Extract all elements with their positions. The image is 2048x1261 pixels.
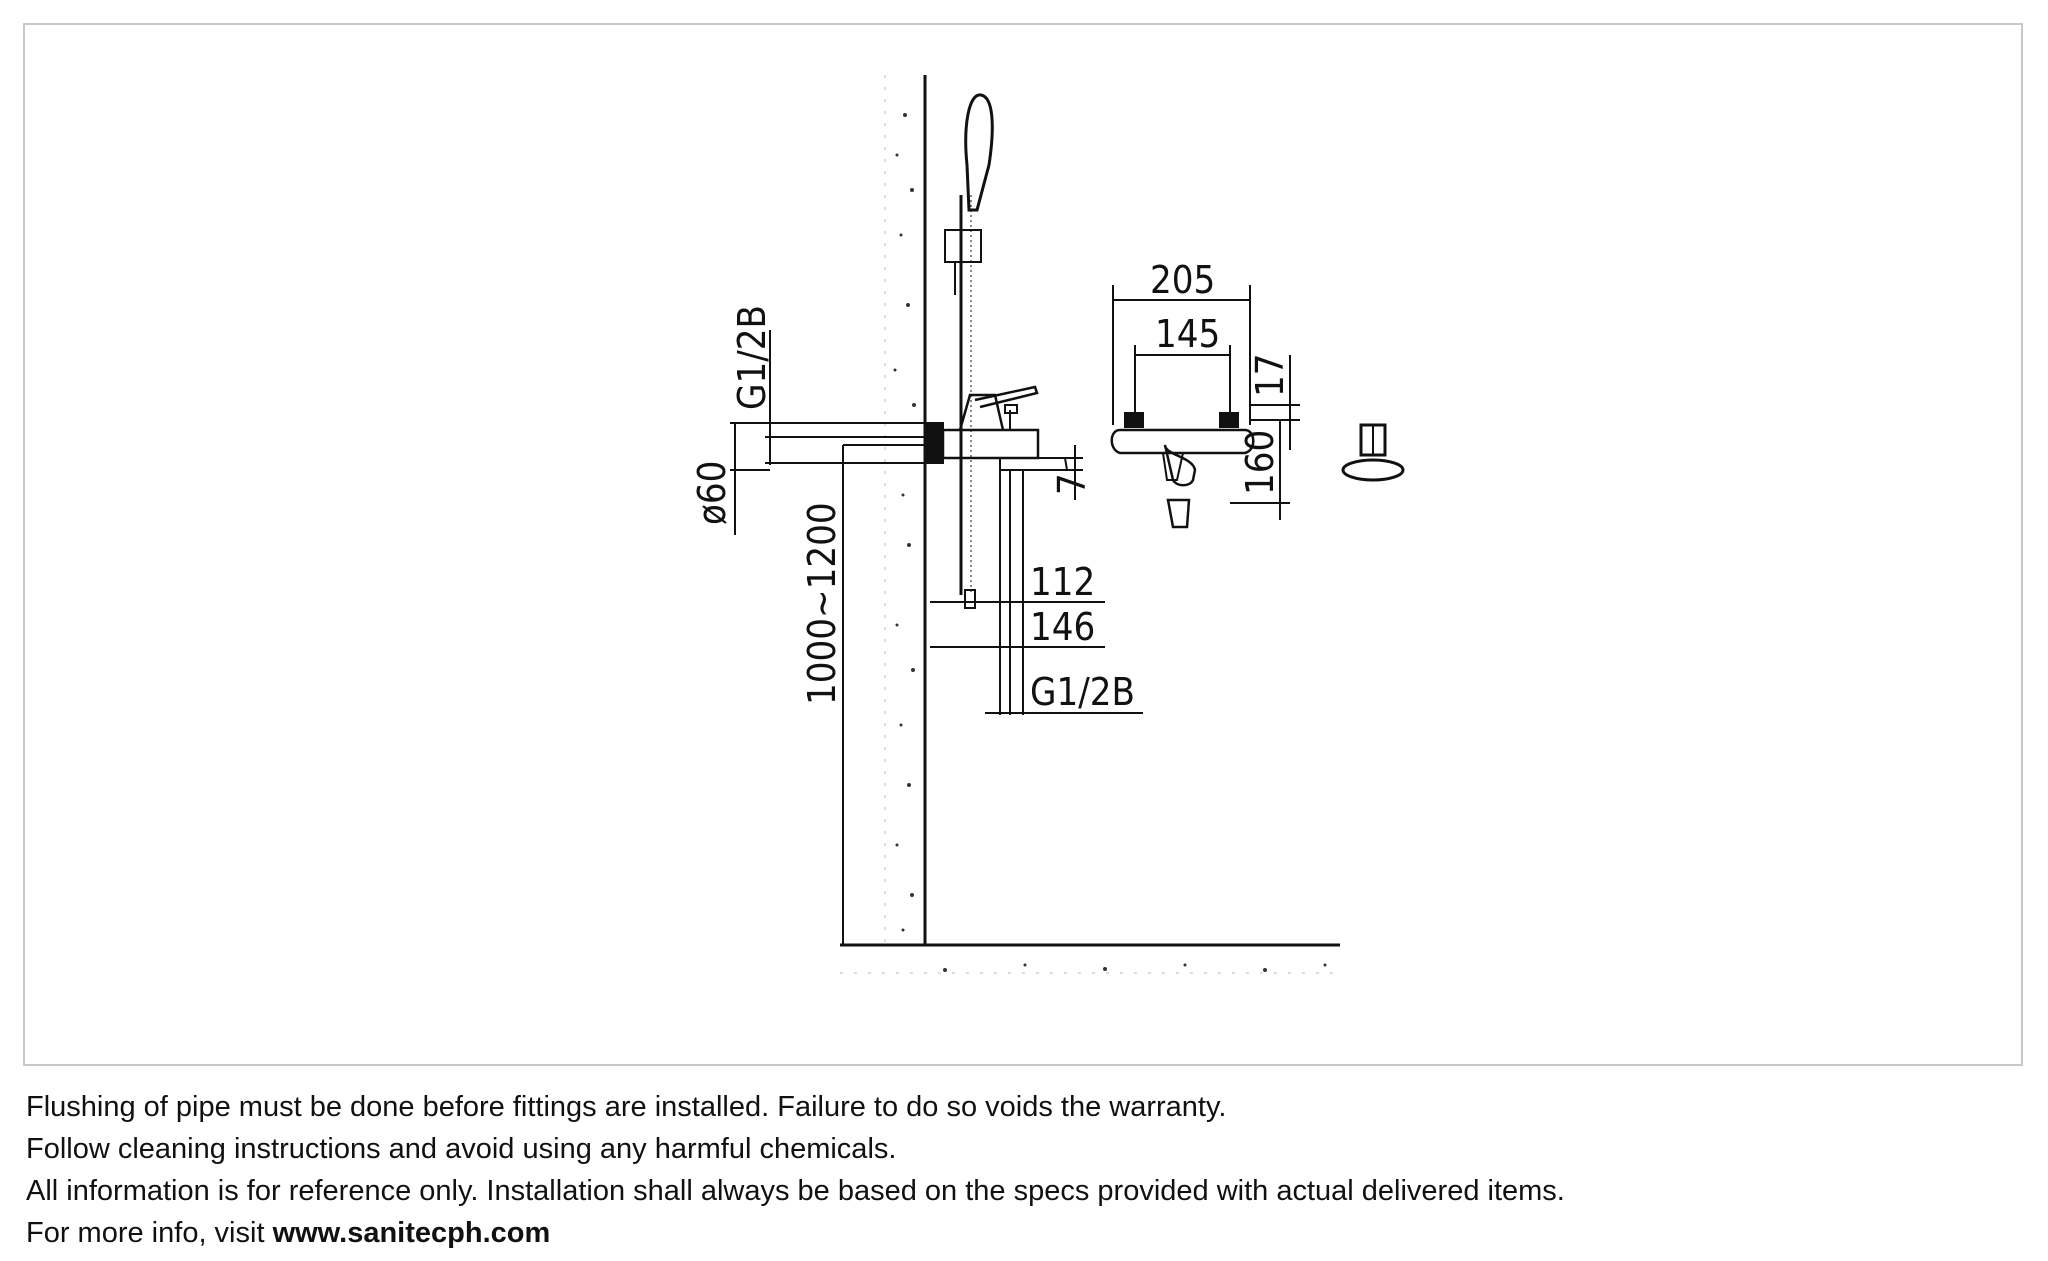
dim-label-g12b-right: G1/2B <box>1030 670 1135 714</box>
hose-connector <box>964 589 976 609</box>
dim-label-146: 146 <box>1030 605 1095 649</box>
mixer-cartridge <box>958 393 1005 431</box>
note-more-info-prefix: For more info, visit <box>26 1217 273 1249</box>
note-flushing: Flushing of pipe must be done before fit… <box>26 1091 1227 1123</box>
dim-label-7: 7 <box>1050 473 1094 495</box>
installation-notes: Flushing of pipe must be done before fit… <box>26 1086 2016 1254</box>
dim-label-17: 17 <box>1248 354 1292 398</box>
spout-side <box>999 457 1069 471</box>
dim-label-g12b-left: G1/2B <box>730 305 774 410</box>
dim-label-112: 112 <box>1030 560 1095 604</box>
mixer-body-front <box>1110 428 1255 455</box>
dim-label-dia60: ø60 <box>690 461 734 525</box>
mixer-neck-front <box>1161 452 1185 481</box>
hand-shower-head <box>964 93 994 212</box>
mixer-lever-side <box>974 385 1039 409</box>
dim-label-145: 145 <box>1155 312 1220 356</box>
mixer-lever-front <box>1163 444 1197 487</box>
spout-front <box>1166 498 1191 529</box>
note-reference: All information is for reference only. I… <box>26 1175 1565 1207</box>
shower-holder <box>944 229 982 263</box>
installation-diagram: 205 145 17 160 7 112 146 G1/2B G1/2B ø60… <box>690 75 1405 974</box>
note-cleaning: Follow cleaning instructions and avoid u… <box>26 1133 897 1165</box>
wall-flange <box>924 422 944 464</box>
eccentric-left <box>1124 412 1144 428</box>
dim-label-205: 205 <box>1150 258 1215 302</box>
wall-speckles <box>893 113 1327 972</box>
website-link[interactable]: www.sanitecph.com <box>272 1217 551 1249</box>
technical-drawing-frame: 205 145 17 160 7 112 146 G1/2B G1/2B ø60… <box>23 23 2023 1066</box>
wall-bracket-ring <box>1341 458 1405 482</box>
mixer-body-side <box>941 428 1040 460</box>
note-more-info: For more info, visit www.sanitecph.com <box>26 1212 2016 1254</box>
dim-label-height: 1000~1200 <box>800 502 844 705</box>
eccentric-right <box>1219 412 1239 428</box>
diverter-knob <box>1004 404 1018 414</box>
dim-label-160: 160 <box>1238 430 1282 495</box>
